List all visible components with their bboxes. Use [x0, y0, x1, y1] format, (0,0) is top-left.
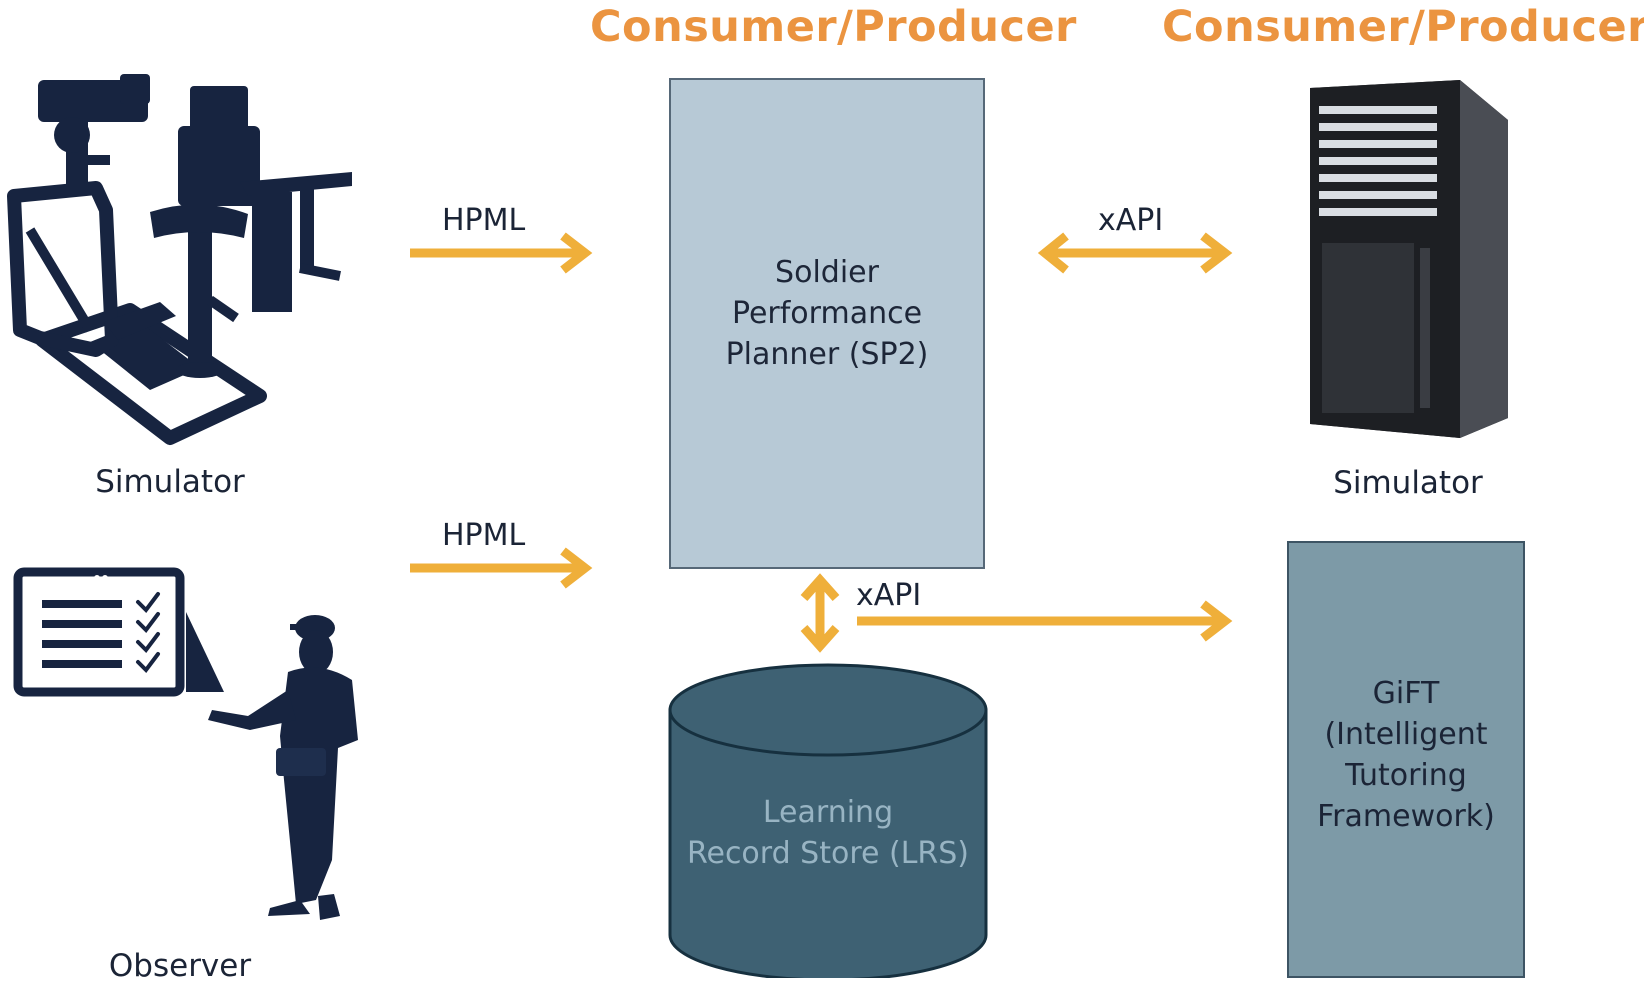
- checklist-tablet-icon: [13, 567, 224, 697]
- header-consumer-producer-left: Consumer/Producer: [590, 2, 1077, 52]
- simulator-rig-icon: [7, 74, 352, 445]
- label-simulator-right: Simulator: [1333, 465, 1483, 501]
- sp2-box: Soldier Performance Planner (SP2): [669, 78, 985, 569]
- xapi-vertical-arrow: [800, 573, 840, 653]
- edge-label-xapi-lrs: xAPI: [856, 578, 922, 613]
- edge-label-hpml-top: HPML: [442, 203, 526, 238]
- soldier-observer-icon: [208, 615, 358, 920]
- sp2-label-line-2: Performance: [731, 296, 923, 331]
- header-consumer-producer-right: Consumer/Producer: [1162, 2, 1644, 52]
- server-tower-icon: [1310, 80, 1508, 438]
- edge-label-hpml-bottom: HPML: [442, 518, 526, 553]
- sp2-label-line-1: Soldier: [775, 255, 879, 290]
- xapi-arrow-to-gift: [857, 600, 1233, 642]
- xapi-double-arrow: [1037, 232, 1233, 274]
- label-observer: Observer: [108, 948, 252, 984]
- edge-label-xapi-server: xAPI: [1098, 203, 1164, 238]
- lrs-label-line-1: Learning: [762, 795, 894, 830]
- gift-label-line-1: GiFT: [1372, 676, 1440, 711]
- label-simulator-left: Simulator: [95, 464, 245, 500]
- sp2-label-line-3: Planner (SP2): [725, 337, 929, 372]
- gift-label: GiFT (Intelligent Tutoring Framework): [1289, 673, 1523, 837]
- lrs-label-line-2: Record Store (LRS): [686, 836, 970, 871]
- lrs-label: Learning Record Store (LRS): [670, 792, 986, 874]
- sp2-label: Soldier Performance Planner (SP2): [671, 252, 983, 375]
- gift-box: GiFT (Intelligent Tutoring Framework): [1287, 541, 1525, 978]
- gift-label-line-3: Tutoring: [1345, 758, 1467, 793]
- gift-label-line-2: (Intelligent: [1324, 717, 1488, 752]
- gift-label-line-4: Framework): [1317, 799, 1495, 834]
- database-cylinder-icon: [668, 663, 988, 978]
- hpml-arrow-bottom: [410, 547, 593, 589]
- hpml-arrow-top: [410, 232, 593, 274]
